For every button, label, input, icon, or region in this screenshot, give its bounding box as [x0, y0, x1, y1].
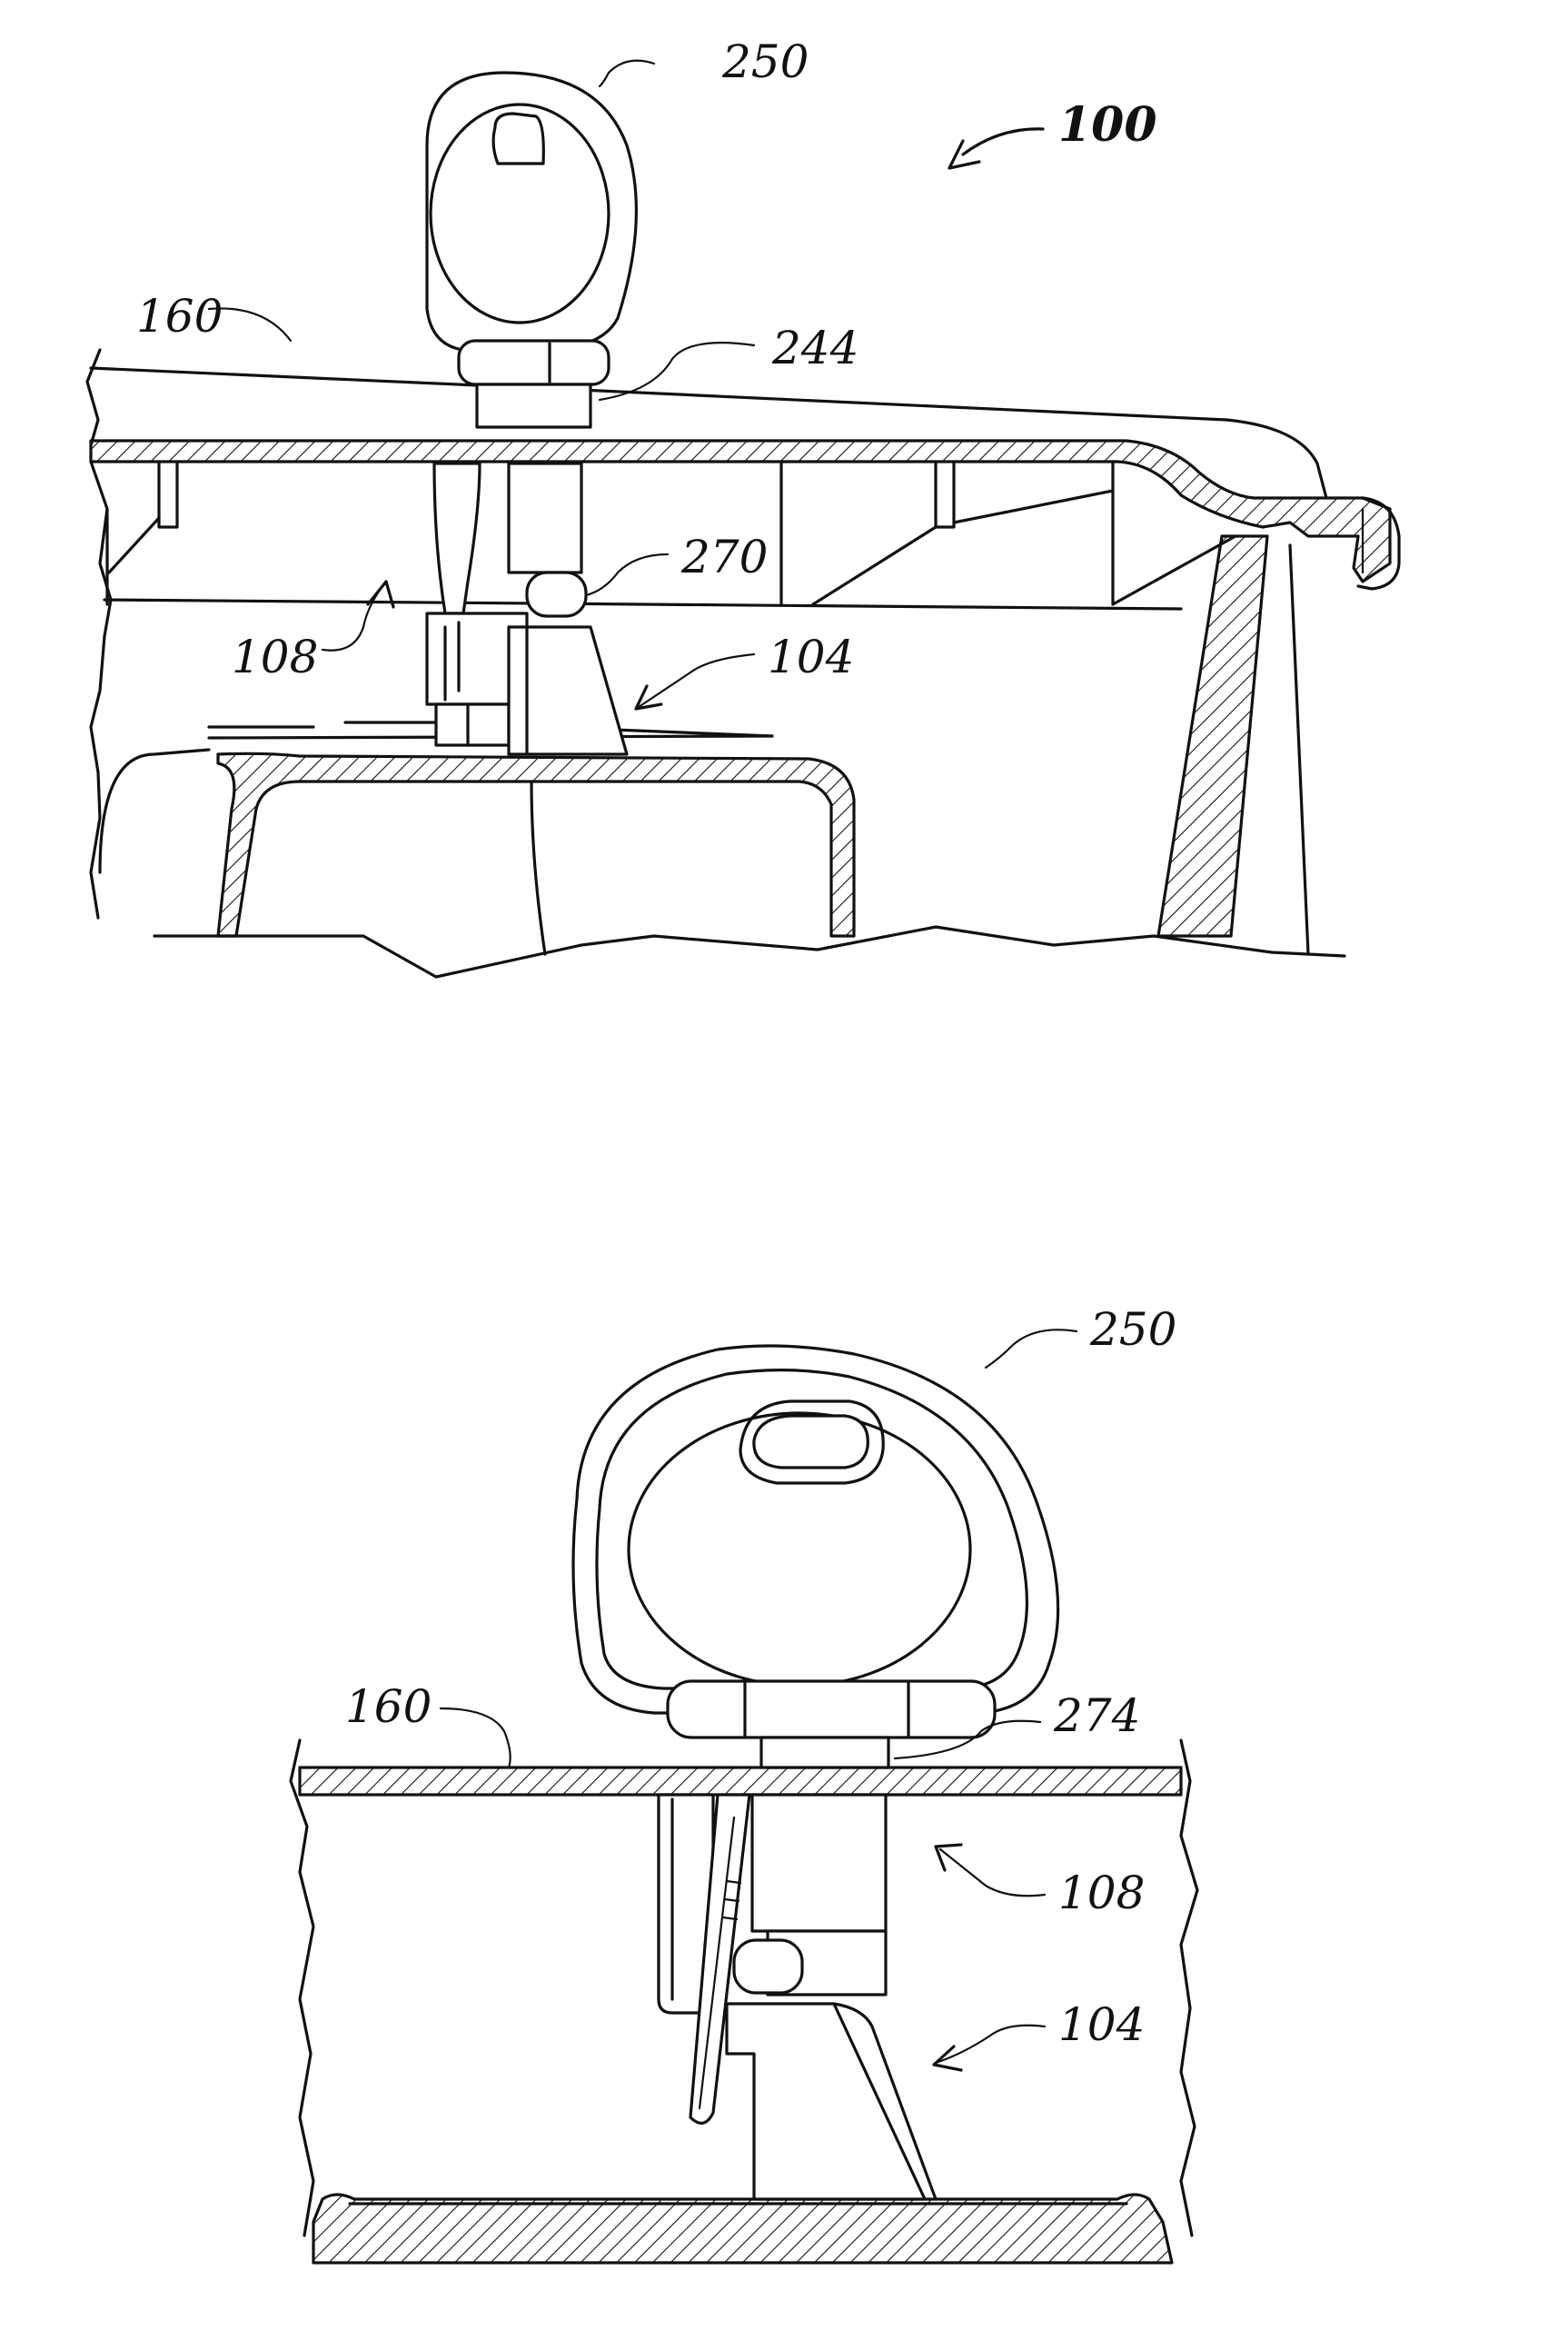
leader-100: [963, 129, 1043, 154]
latch-assembly-top: [427, 463, 627, 754]
collar-244: [459, 341, 609, 384]
label-160-top: 160: [136, 290, 223, 343]
leader-104-top: [636, 654, 754, 709]
leader-250-bottom: [986, 1329, 1077, 1368]
label-250-bottom: 250: [1089, 1303, 1176, 1356]
label-108-bottom: 108: [1058, 1867, 1145, 1919]
collar-274: [668, 1681, 995, 1738]
label-108-top: 108: [232, 631, 318, 683]
label-244-top: 244: [771, 322, 858, 374]
label-274-bottom: 274: [1053, 1689, 1140, 1742]
leader-250-top: [600, 61, 654, 86]
base-container-top: [100, 722, 854, 954]
label-160-bottom: 160: [345, 1680, 432, 1733]
label-250-top: 250: [721, 35, 809, 88]
label-104-top: 104: [768, 631, 854, 683]
stem-bottom: [761, 1738, 888, 1767]
bottom-figure: 250 160 274 108 104: [291, 1303, 1197, 2263]
label-270-top: 270: [680, 531, 768, 583]
arrowhead-108-bottom: [936, 1845, 961, 1870]
detent-bottom: [734, 1940, 802, 1993]
latch-assembly-bottom: [659, 1795, 936, 2199]
label-104-bottom: 104: [1058, 1998, 1145, 2051]
key-head-bottom: [573, 1346, 1058, 1767]
leader-160-bottom: [441, 1708, 511, 1767]
detent-270: [527, 573, 586, 616]
leader-270-top: [586, 554, 668, 595]
lid-hatched-wall: [300, 1767, 1181, 1795]
top-figure: 250 100 160 244 270 108 104: [87, 35, 1399, 977]
label-100: 100: [1058, 97, 1157, 153]
key-head-top: [427, 73, 636, 427]
leader-108-bottom: [940, 1849, 1045, 1896]
leader-104-bottom: [936, 2026, 1045, 2063]
